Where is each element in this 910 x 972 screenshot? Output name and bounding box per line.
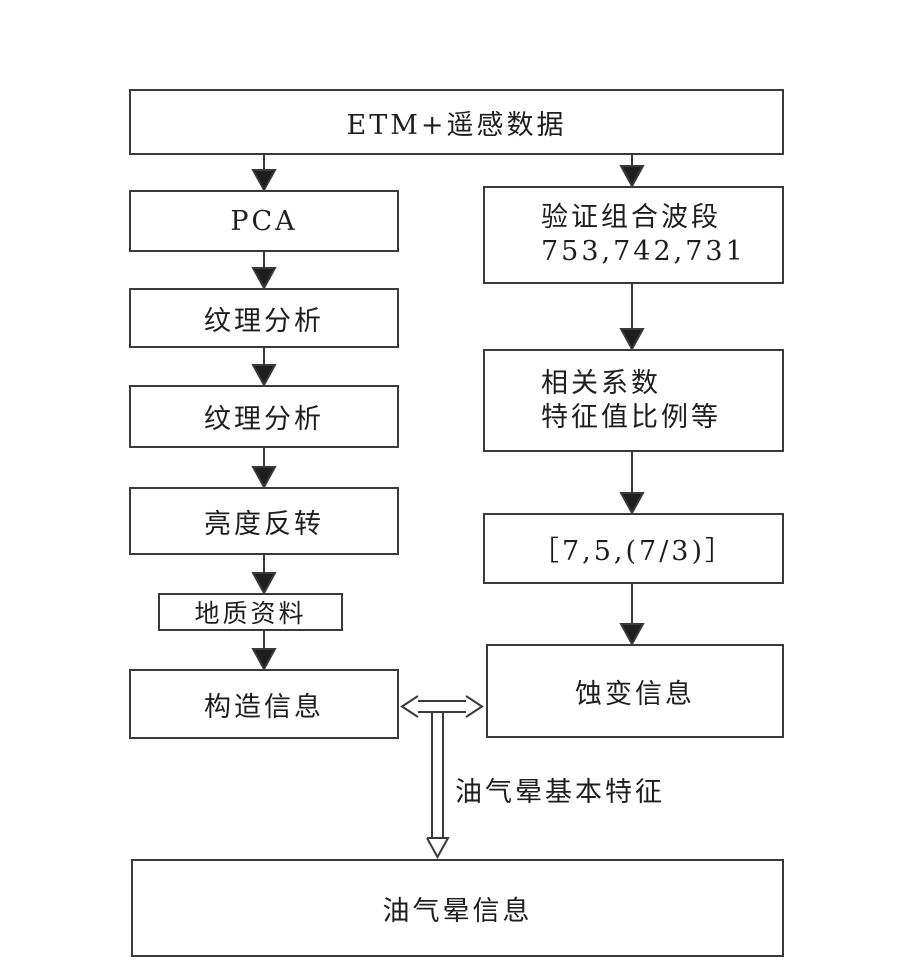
etm-data-label: ETM+遥感数据: [346, 109, 567, 141]
correlation-box: 相关系数 特征值比例等: [483, 349, 784, 452]
hydrocarbon-halo-info-label: 油气晕信息: [382, 895, 533, 927]
hydrocarbon-halo-info-box: 油气晕信息: [131, 859, 784, 957]
band-ratio-box: ［7,5,(7/3)］: [483, 513, 784, 584]
arrow-head-correlation-to-ratio: [619, 492, 645, 516]
structure-info-box: 构造信息: [129, 669, 399, 739]
alteration-info-box: 蚀变信息: [486, 644, 784, 738]
texture-analysis-box-1: 纹理分析: [129, 288, 399, 348]
arrow-head-top-to-pca: [251, 169, 277, 193]
band-combination-line-1: 验证组合波段: [541, 202, 721, 233]
correlation-line-1: 相关系数: [541, 367, 661, 399]
arrow-head-brightness-to-geology: [251, 572, 277, 596]
correlation-line-2: 特征值比例等: [541, 401, 721, 433]
connector-label: 油气晕基本特征: [455, 777, 665, 808]
hydrocarbon-connector: [400, 695, 484, 860]
arrow-head-texture2-to-brightness: [251, 466, 277, 490]
arrow-head-geology-to-structure: [251, 648, 277, 672]
correlation-text: 相关系数 特征值比例等: [541, 367, 721, 435]
pca-box: PCA: [129, 190, 399, 252]
geology-data-box: 地质资料: [158, 593, 343, 631]
connector-head-down: [426, 837, 450, 860]
arrow-head-ratio-to-alteration: [619, 623, 645, 647]
structure-info-label: 构造信息: [204, 691, 324, 723]
band-combination-box: 验证组合波段 753,742,731: [483, 186, 784, 284]
arrow-head-top-to-band: [619, 165, 645, 189]
band-combination-text: 验证组合波段 753,742,731: [541, 201, 746, 269]
connector-head-left: [400, 695, 419, 718]
brightness-inversion-label: 亮度反转: [204, 508, 324, 540]
connector-head-right: [465, 695, 484, 718]
etm-data-box: ETM+遥感数据: [129, 89, 784, 155]
band-combination-line-2: 753,742,731: [541, 236, 746, 267]
arrow-head-band-to-correlation: [619, 328, 645, 352]
arrow-head-pca-to-texture1: [251, 267, 277, 291]
texture-analysis-label-1: 纹理分析: [204, 305, 324, 337]
arrow-head-texture1-to-texture2: [251, 364, 277, 388]
pca-label: PCA: [230, 205, 298, 237]
alteration-info-label: 蚀变信息: [575, 678, 695, 710]
texture-analysis-label-2: 纹理分析: [204, 404, 324, 435]
geology-data-label: 地质资料: [194, 599, 307, 628]
band-ratio-label: ［7,5,(7/3)］: [531, 536, 736, 567]
texture-analysis-box-2: 纹理分析: [129, 385, 399, 448]
